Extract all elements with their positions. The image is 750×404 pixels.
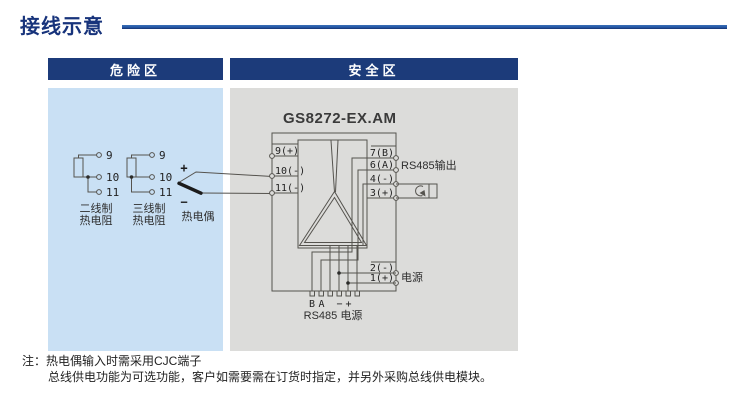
resistor-icon	[126, 157, 137, 178]
terminal-label-B: B	[309, 299, 315, 310]
current-loop-arrowhead	[419, 190, 426, 197]
terminal-label-1: 1(+)	[370, 273, 394, 284]
terminal-label-minus: −	[336, 299, 342, 310]
tc-plus-sign: +	[180, 161, 187, 175]
rtd3-terminal-10	[149, 174, 155, 180]
note-text1: 热电偶输入时需采用CJC端子	[46, 354, 202, 368]
device-outline	[271, 132, 397, 292]
terminal-11-minus	[269, 190, 275, 196]
footnotes: 注：热电偶输入时需采用CJC端子 总线供电功能为可选功能，客户如需要需在订货时指…	[22, 353, 492, 385]
rtd3-name-line1: 三线制	[133, 201, 166, 215]
tc-minus-sign: −	[180, 195, 187, 209]
terminal-power-minus	[336, 290, 342, 297]
terminal-A	[318, 290, 324, 297]
terminal-label-A: A	[318, 299, 324, 310]
terminal-label-9: 9(+)	[275, 146, 299, 157]
rtd3-terminal-9	[149, 152, 155, 158]
bottom-strip-label: RS485 电源	[304, 308, 363, 322]
terminal-label-2: 2(-)	[370, 263, 394, 274]
rtd3-terminal-11	[149, 189, 155, 195]
terminal-power-plus	[345, 290, 351, 297]
terminal-label-plus: +	[345, 299, 351, 310]
terminal-spare2	[354, 290, 360, 297]
terminal-9-plus	[269, 153, 275, 159]
terminal-label-10: 10(-)	[275, 166, 305, 177]
safe-zone-area	[230, 88, 518, 351]
terminal-label-4: 4(-)	[370, 174, 394, 185]
safe-zone-header: 安全区	[230, 58, 518, 80]
rtd2-terminal-9-label: 9	[106, 149, 113, 162]
rtd3-terminal-11-label: 11	[159, 186, 172, 199]
current-loop-arrow-icon	[415, 185, 424, 197]
terminal-label-3: 3(+)	[370, 188, 394, 199]
terminal-10-minus	[269, 173, 275, 179]
resistor-icon	[73, 157, 84, 178]
rtd3-terminal-10-label: 10	[159, 171, 172, 184]
isolator-triangle-icon	[298, 140, 368, 246]
rtd2-name-line1: 二线制	[80, 201, 113, 215]
power-label: 电源	[401, 270, 423, 284]
tc-name: 热电偶	[182, 210, 215, 223]
bottom-terminal-strip: B A − + RS485 电源	[304, 290, 363, 322]
left-terminal-cells: 9(+) 10(-) 11(-)	[269, 143, 305, 196]
hazard-zone-header: 危险区	[48, 58, 223, 80]
rs485-output-label: RS485输出	[401, 158, 457, 172]
rtd-3wire-symbol: 9 10 11 三线制 热电阻	[126, 149, 172, 227]
rtd2-terminal-11	[96, 189, 102, 195]
terminal-6A	[393, 167, 399, 173]
internal-wires	[311, 157, 396, 291]
hazard-zone-label: 危险区	[109, 62, 161, 78]
terminal-label-7B: 7(B)	[370, 148, 394, 159]
rtd2-terminal-11-label: 11	[106, 186, 119, 199]
terminal-label-11: 11(-)	[275, 183, 305, 194]
rtd2-terminal-10	[96, 174, 102, 180]
output-load-symbol	[396, 183, 438, 199]
terminal-B	[309, 290, 315, 297]
terminal-spare1	[327, 290, 333, 297]
hazard-zone-area	[48, 88, 223, 351]
terminal-label-6A: 6(A)	[370, 160, 394, 171]
footnote-line1: 注：热电偶输入时需采用CJC端子	[22, 353, 492, 369]
footnote-line2: 总线供电功能为可选功能，客户如需要需在订货时指定，并另外采购总线供电模块。	[48, 370, 493, 384]
rtd3-terminal-9-label: 9	[159, 149, 166, 162]
page-title: 接线示意	[20, 16, 104, 38]
rtd2-name-line2: 热电阻	[80, 214, 113, 227]
terminal-7B	[393, 155, 399, 161]
note-prefix: 注：	[22, 354, 47, 368]
device-model-label: GS8272-EX.AM	[283, 110, 397, 127]
title-rule	[122, 25, 727, 29]
thermocouple-symbol: + − 热电偶	[177, 161, 273, 223]
safe-zone-label: 安全区	[348, 62, 400, 78]
device-box: GS8272-EX.AM 9(+) 10(-) 11(-)	[269, 110, 457, 322]
rtd2-terminal-10-label: 10	[106, 171, 119, 184]
rtd2-terminal-9	[96, 152, 102, 158]
isolator-block	[297, 139, 368, 249]
rtd-2wire-symbol: 9 10 11 二线制 热电阻	[73, 149, 119, 227]
right-terminal-cells: 7(B) 6(A) 4(-) 3(+) 2(-) 1(+)	[370, 145, 399, 286]
rtd3-name-line2: 热电阻	[133, 214, 166, 227]
load-resistor-icon	[428, 183, 438, 199]
